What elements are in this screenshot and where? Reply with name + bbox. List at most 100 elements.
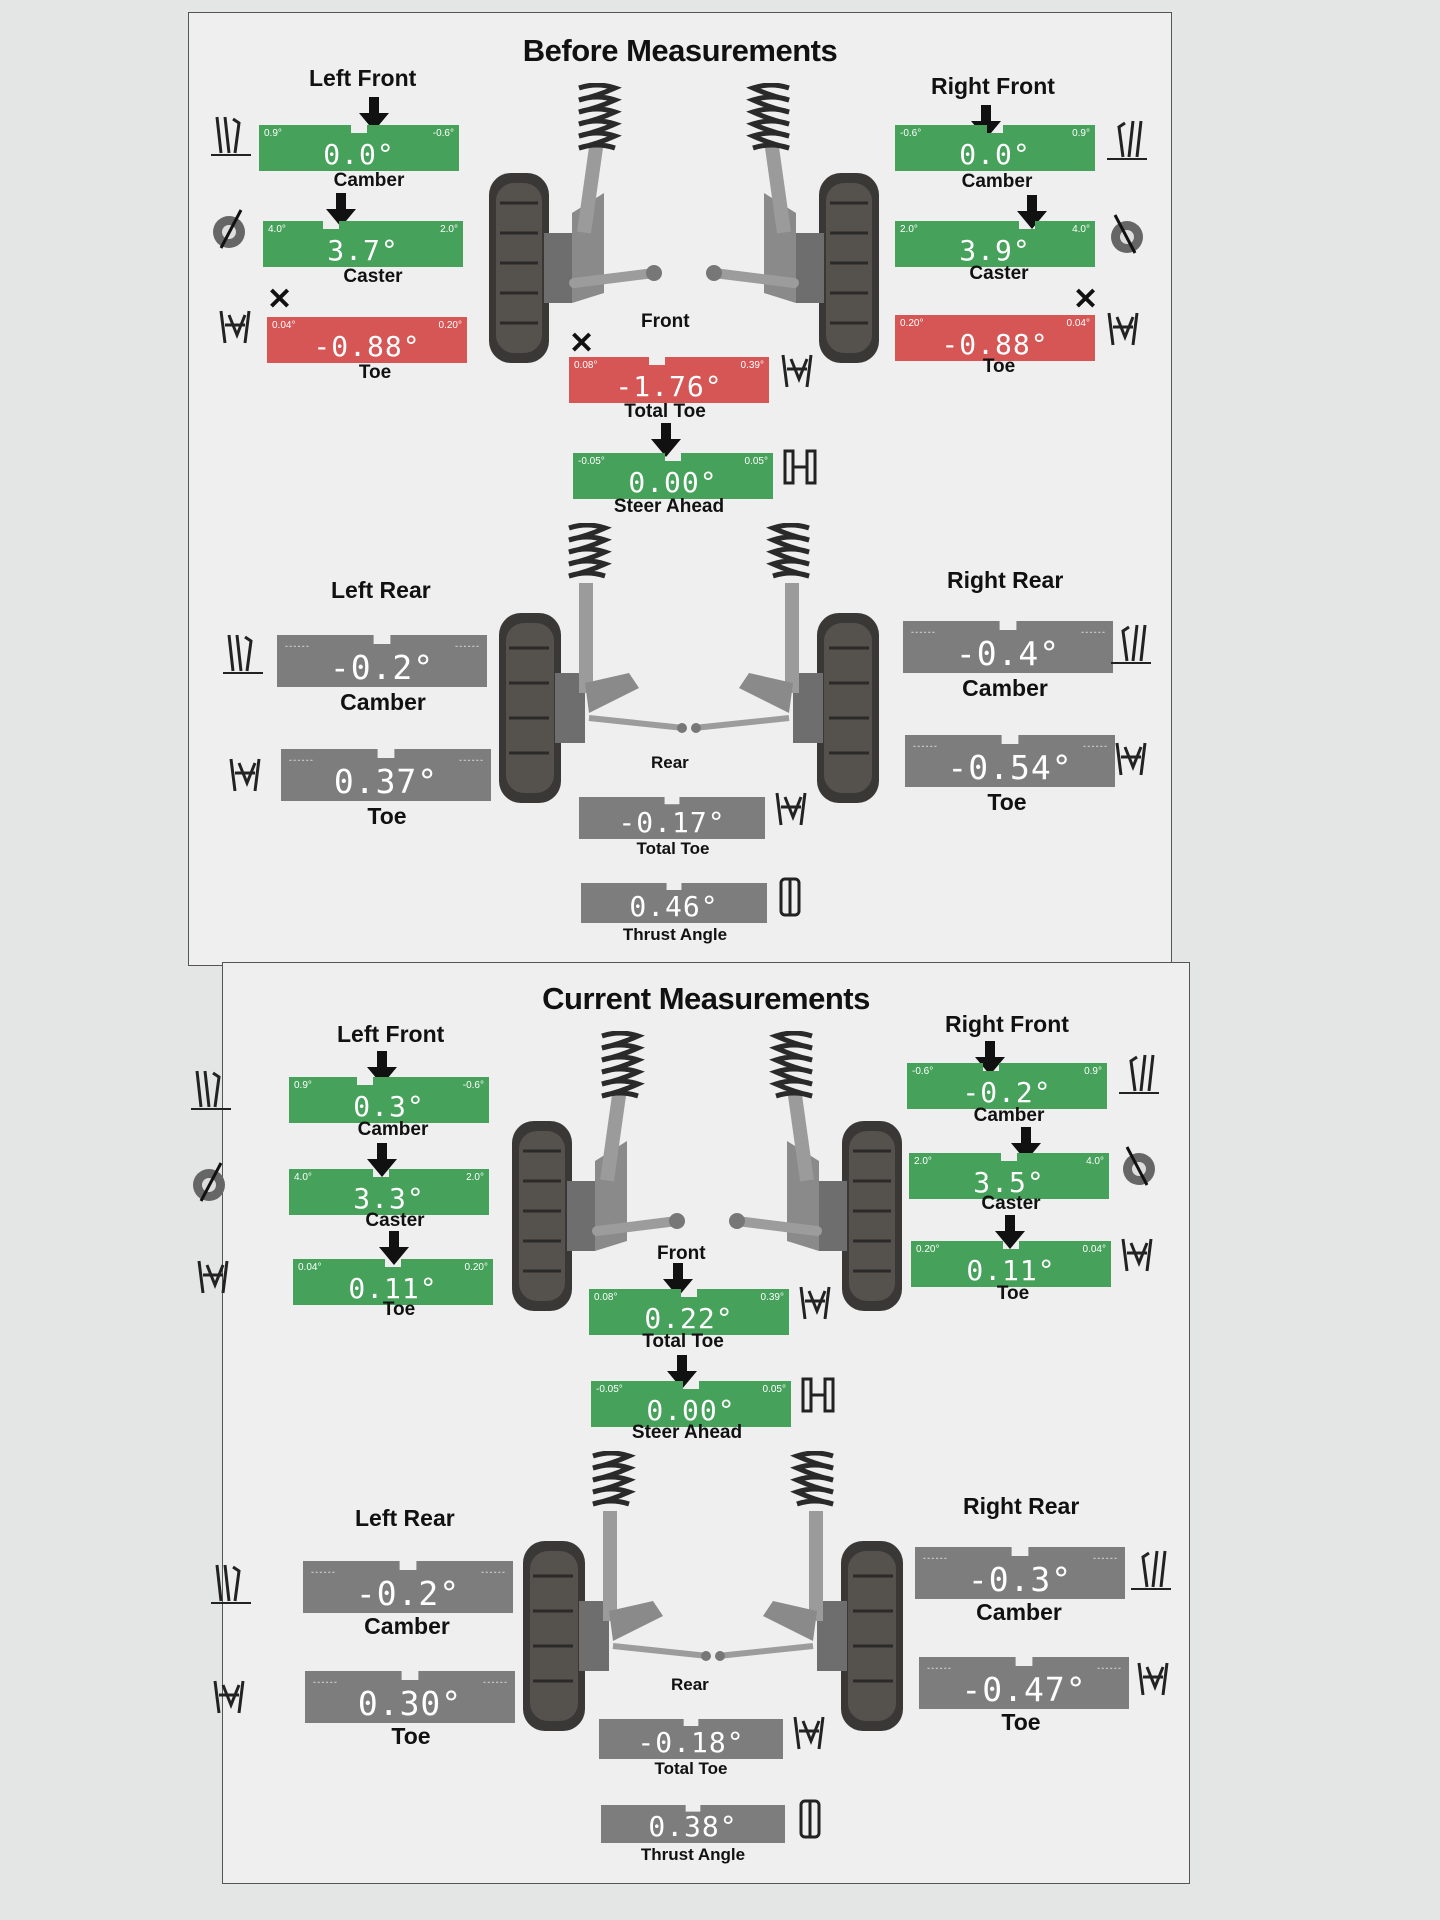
- gauge-value: -0.18°: [637, 1726, 745, 1759]
- panel-title: Before Measurements: [522, 33, 838, 68]
- camber-icon: [1119, 1051, 1159, 1095]
- camber-icon: [223, 631, 263, 675]
- gauge-value: 0.46°: [629, 890, 719, 923]
- right-front-label: Right Front: [931, 73, 1055, 99]
- left-front-label: Left Front: [337, 1021, 445, 1047]
- gauge-value: 0.11°: [348, 1272, 438, 1305]
- gauge-value: 0.00°: [646, 1394, 736, 1427]
- down-arrow-icon: [324, 193, 358, 229]
- camber-icon: [1107, 117, 1147, 161]
- camber-icon: [191, 1067, 231, 1111]
- gauge-label: Steer Ahead: [631, 1422, 743, 1443]
- steer-ahead-gauge: -0.05° 0.05° 0.00°: [573, 453, 773, 499]
- gauge-value: -0.88°: [313, 330, 421, 363]
- gauge-label: Caster: [365, 1210, 425, 1231]
- gauge-label: Toe: [987, 789, 1027, 815]
- toe-icon: [227, 753, 267, 797]
- gauge-label: Toe: [391, 1723, 431, 1749]
- right-rear-toe-gauge: -0.47°: [919, 1657, 1129, 1709]
- gauge-label: Steer Ahead: [613, 496, 725, 517]
- rear-total-toe-gauge: -0.18°: [599, 1719, 783, 1759]
- gauge-value: 3.7°: [327, 234, 399, 267]
- front-total-toe-gauge: 0.08° 0.39° -1.76°: [569, 357, 769, 403]
- left-front-toe-gauge: 0.04° 0.20° -0.88°: [267, 317, 467, 363]
- gauge-value: 3.9°: [959, 234, 1031, 267]
- gauge-value: -0.3°: [967, 1560, 1073, 1599]
- left-front-toe-gauge: 0.04° 0.20° 0.11°: [293, 1259, 493, 1305]
- toe-icon: [195, 1255, 235, 1299]
- left-rear-camber-gauge: -0.2°: [303, 1561, 513, 1613]
- camber-icon: [211, 1561, 251, 1605]
- steer-ahead-icon: [799, 1373, 839, 1417]
- right-front-label: Right Front: [945, 1011, 1069, 1037]
- left-front-camber-gauge: 0.9° -0.6° 0.0°: [259, 125, 459, 171]
- gauge-label: Toe: [996, 1283, 1030, 1304]
- rear-suspension-illustration: [513, 1451, 913, 1741]
- left-rear-toe-gauge: 0.37°: [281, 749, 491, 801]
- left-rear-camber-gauge: -0.2°: [277, 635, 487, 687]
- right-front-toe-gauge: 0.20° 0.04° -0.88°: [895, 315, 1095, 361]
- gauge-label: Total Toe: [636, 839, 710, 858]
- gauge-value: -0.54°: [947, 748, 1073, 787]
- thrust-angle-icon: [775, 875, 805, 919]
- gauge-label: Toe: [367, 803, 407, 829]
- toe-icon: [779, 349, 819, 393]
- gauge-value: 0.30°: [357, 1684, 463, 1723]
- gauge-value: 0.0°: [959, 138, 1031, 171]
- gauge-value: -0.88°: [941, 328, 1049, 361]
- rear-label: Rear: [671, 1675, 709, 1694]
- right-front-caster-gauge: 2.0° 4.0° 3.9°: [895, 221, 1095, 267]
- gauge-value: -0.4°: [955, 634, 1061, 673]
- down-arrow-icon: [973, 1041, 1007, 1077]
- down-arrow-icon: [661, 1263, 695, 1299]
- gauge-value: -1.76°: [615, 370, 723, 403]
- toe-icon: [1135, 1657, 1175, 1701]
- gauge-label: Camber: [976, 1599, 1062, 1625]
- gauge-value: 0.00°: [628, 466, 718, 499]
- down-arrow-icon: [1015, 195, 1049, 231]
- left-rear-label: Left Rear: [331, 577, 431, 603]
- gauge-label: Total Toe: [642, 1331, 724, 1352]
- gauge-value: 0.38°: [648, 1810, 738, 1843]
- before-measurements-panel: Before Measurements Left Front 0.9° -0.6…: [188, 12, 1172, 966]
- x-mark-icon: ✕: [1073, 283, 1099, 316]
- left-front-camber-gauge: 0.9° -0.6° 0.3°: [289, 1077, 489, 1123]
- down-arrow-icon: [649, 423, 683, 459]
- front-label: Front: [657, 1243, 706, 1264]
- gauge-label: Toe: [382, 1299, 416, 1320]
- toe-icon: [1113, 737, 1153, 781]
- toe-icon: [1105, 307, 1145, 351]
- gauge-label: Total Toe: [624, 401, 706, 422]
- thrust-angle-gauge: 0.46°: [581, 883, 767, 923]
- gauge-label: Caster: [981, 1193, 1041, 1214]
- down-arrow-icon: [365, 1143, 399, 1179]
- gauge-value: -0.2°: [355, 1574, 461, 1613]
- left-front-caster-gauge: 4.0° 2.0° 3.7°: [263, 221, 463, 267]
- thrust-angle-gauge: 0.38°: [601, 1805, 785, 1843]
- right-rear-toe-gauge: -0.54°: [905, 735, 1115, 787]
- gauge-value: 0.11°: [966, 1254, 1056, 1287]
- gauge-label: Caster: [969, 263, 1029, 284]
- caster-icon: [1117, 1145, 1157, 1189]
- left-rear-toe-gauge: 0.30°: [305, 1671, 515, 1723]
- caster-icon: [191, 1161, 231, 1205]
- gauge-value: 3.3°: [353, 1182, 425, 1215]
- x-mark-icon: ✕: [569, 327, 595, 360]
- gauge-label: Toe: [1001, 1709, 1041, 1735]
- gauge-value: -0.47°: [961, 1670, 1087, 1709]
- toe-icon: [797, 1281, 837, 1325]
- gauge-label: Camber: [333, 170, 405, 191]
- toe-icon: [1119, 1233, 1159, 1277]
- steer-ahead-icon: [781, 445, 821, 489]
- gauge-label: Camber: [357, 1119, 429, 1140]
- caster-icon: [211, 208, 251, 252]
- right-front-caster-gauge: 2.0° 4.0° 3.5°: [909, 1153, 1109, 1199]
- front-total-toe-gauge: 0.08° 0.39° 0.22°: [589, 1289, 789, 1335]
- steer-ahead-gauge: -0.05° 0.05° 0.00°: [591, 1381, 791, 1427]
- panel-title: Current Measurements: [542, 981, 870, 1016]
- gauge-label: Camber: [340, 689, 426, 715]
- camber-icon: [1131, 1547, 1171, 1591]
- down-arrow-icon: [993, 1215, 1027, 1251]
- toe-icon: [791, 1711, 831, 1755]
- gauge-label: Thrust Angle: [622, 925, 728, 944]
